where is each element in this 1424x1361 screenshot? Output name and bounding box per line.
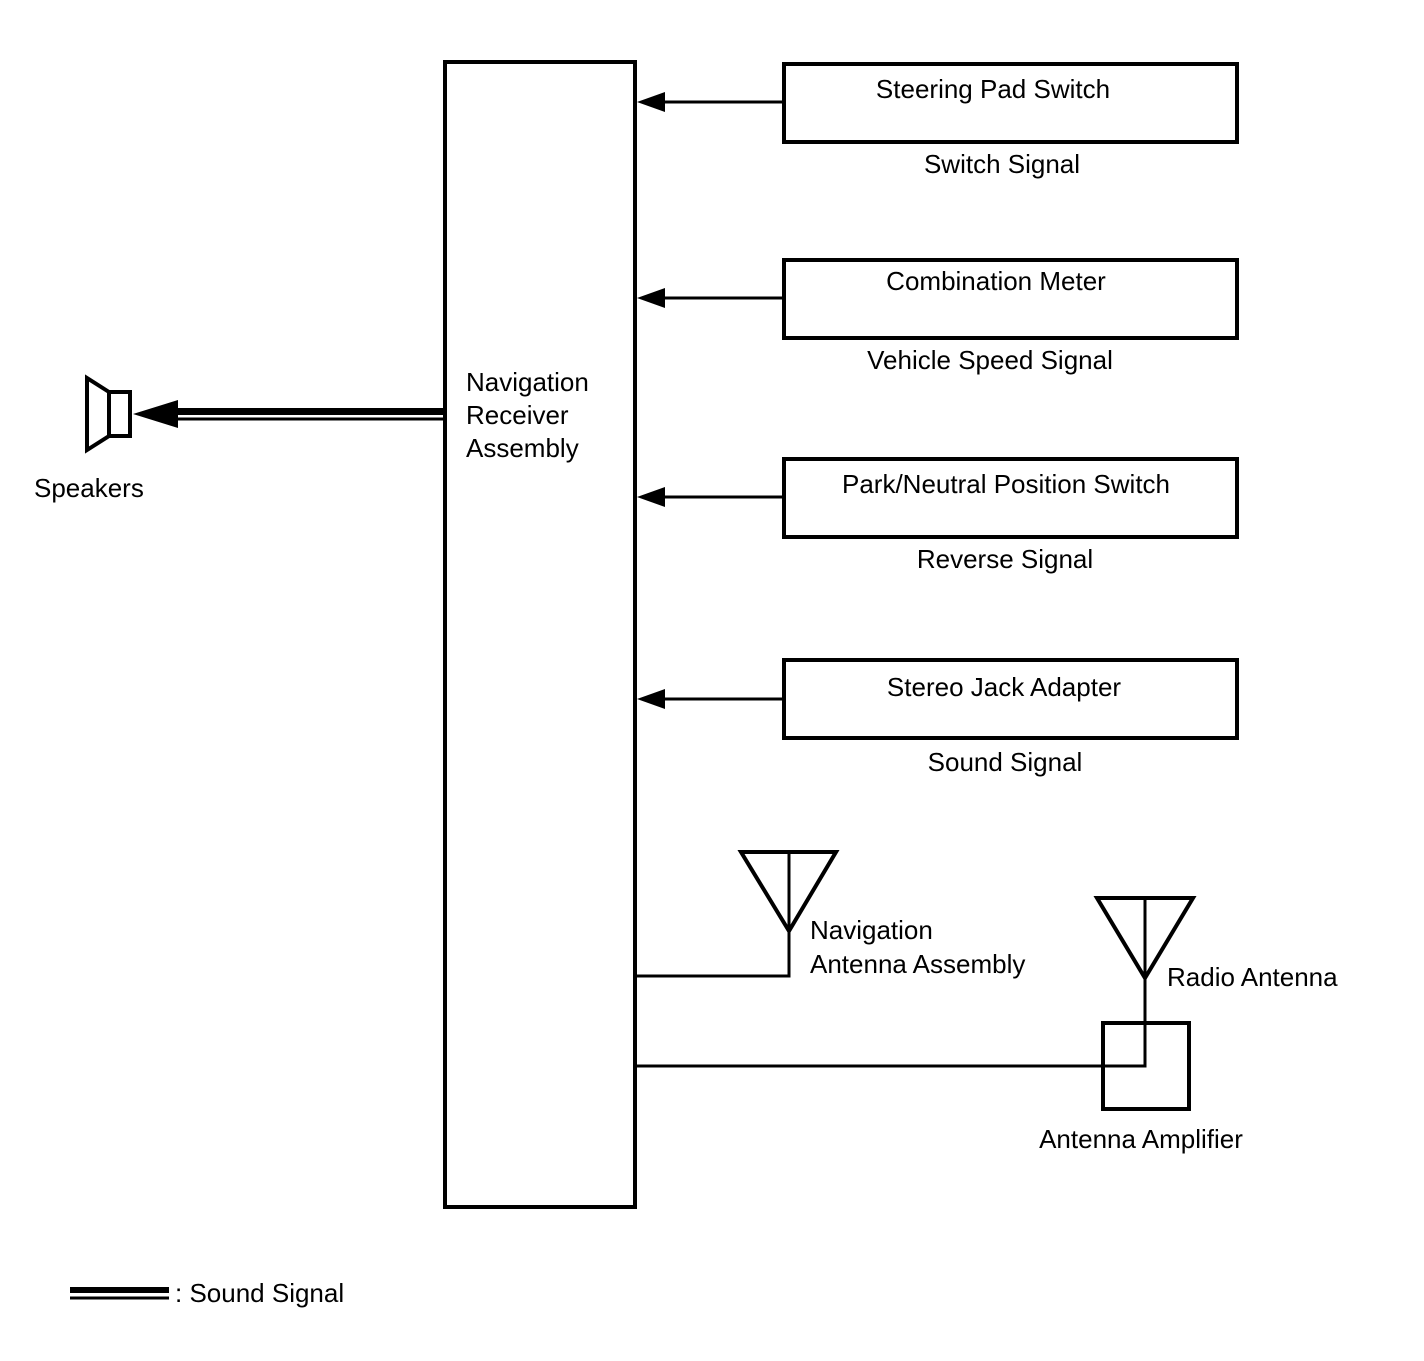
legend-sound-signal-thick-line (70, 1287, 169, 1293)
antenna-icon (1093, 896, 1197, 982)
legend: : Sound Signal (70, 1278, 344, 1308)
nav-antenna-cable (635, 931, 791, 978)
radio-antenna-cable (635, 978, 1147, 1068)
speaker-arrowhead (133, 400, 178, 428)
navigation-antenna-assembly: Navigation Antenna Assembly (635, 850, 1025, 979)
receiver-label-line1: Navigation (466, 367, 589, 397)
speakers-label: Speakers (34, 473, 144, 503)
park-neutral-switch-label: Park/Neutral Position Switch (842, 469, 1170, 499)
receiver-box (443, 60, 637, 1209)
input-combination-meter: Combination Meter Vehicle Speed Signal (637, 258, 1239, 375)
antenna-amplifier-label: Antenna Amplifier (1039, 1124, 1243, 1154)
stereo-jack-adapter-label: Stereo Jack Adapter (887, 672, 1121, 702)
antenna-icon (737, 850, 840, 935)
radio-antenna-label: Radio Antenna (1167, 962, 1338, 992)
reverse-signal-label: Reverse Signal (917, 544, 1093, 574)
input-park-neutral-position-switch: Park/Neutral Position Switch Reverse Sig… (637, 457, 1239, 574)
speakers-output: Speakers (34, 374, 445, 503)
combination-meter-label: Combination Meter (886, 266, 1106, 296)
input-stereo-jack-adapter: Stereo Jack Adapter Sound Signal (637, 658, 1239, 777)
speaker-icon (85, 374, 132, 454)
nav-antenna-label-line2: Antenna Assembly (810, 949, 1025, 979)
reverse-signal-arrowhead (637, 487, 665, 507)
vehicle-speed-signal-arrowhead (637, 288, 665, 308)
vehicle-speed-signal-label: Vehicle Speed Signal (867, 345, 1113, 375)
steering-pad-switch-label: Steering Pad Switch (876, 74, 1110, 104)
input-steering-pad-switch: Steering Pad Switch Switch Signal (637, 62, 1239, 179)
receiver-label-line2: Receiver (466, 400, 569, 430)
receiver-label-line3: Assembly (466, 433, 579, 463)
sound-signal-label: Sound Signal (928, 747, 1083, 777)
switch-signal-label: Switch Signal (924, 149, 1080, 179)
sound-output-thick-line (170, 408, 445, 415)
switch-signal-arrowhead (637, 92, 665, 112)
sound-signal-arrowhead (637, 689, 665, 709)
navigation-receiver-assembly: Navigation Receiver Assembly (443, 60, 637, 1209)
legend-label: : Sound Signal (175, 1278, 344, 1308)
radio-antenna-group: Radio Antenna Antenna Amplifier (635, 896, 1338, 1154)
nav-antenna-label-line1: Navigation (810, 915, 933, 945)
